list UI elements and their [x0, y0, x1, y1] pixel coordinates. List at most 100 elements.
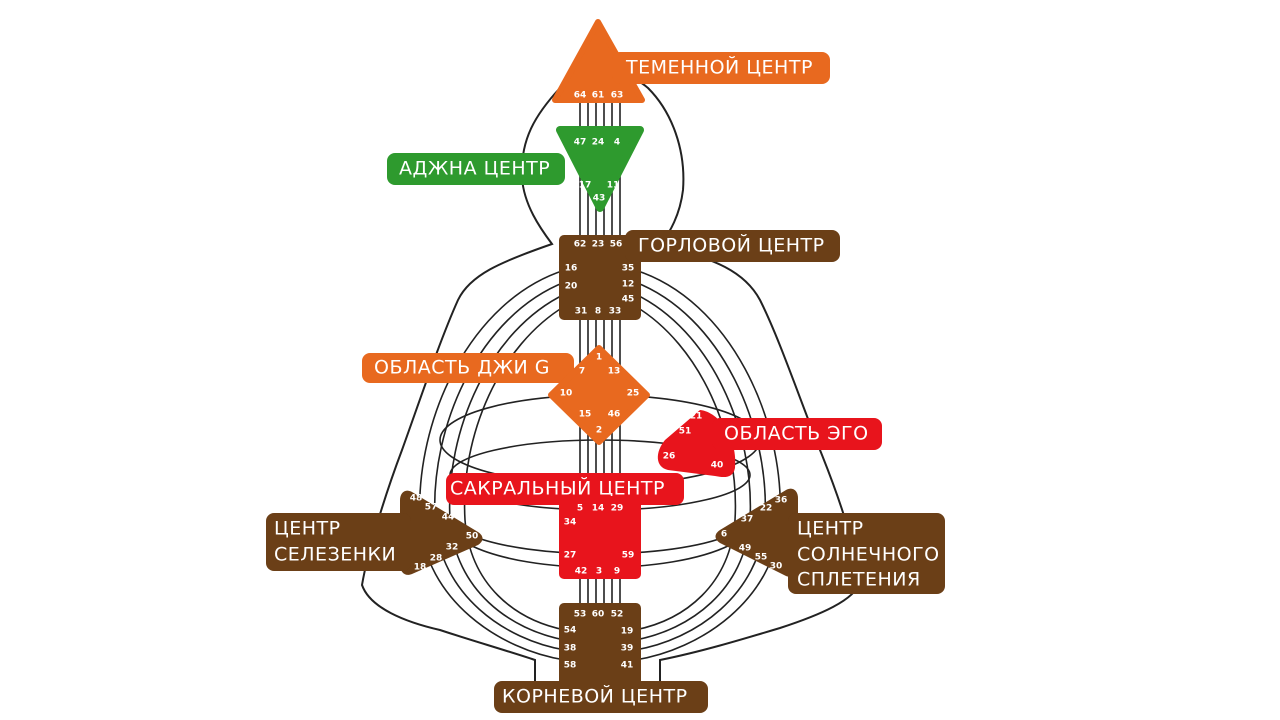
gate-21: 21: [690, 412, 703, 422]
gate-29: 29: [611, 504, 624, 514]
root-label-box: [494, 681, 708, 713]
gate-32: 32: [446, 543, 459, 553]
ego-center: ОБЛАСТЬ ЭГО 21 51 26 40: [657, 410, 882, 478]
gate-58: 58: [564, 661, 577, 671]
gate-4: 4: [614, 138, 620, 148]
gate-57: 57: [425, 503, 438, 513]
gate-28: 28: [430, 554, 443, 564]
gate-54: 54: [564, 626, 577, 636]
gate-46: 46: [608, 410, 621, 420]
solar-label-box: [788, 513, 945, 594]
gate-55: 55: [755, 553, 768, 563]
gate-31: 31: [575, 307, 588, 317]
gate-45: 45: [622, 295, 635, 305]
solar-shape: [715, 488, 798, 577]
gate-3: 3: [596, 567, 602, 577]
sacral-label: САКРАЛЬНЫЙ ЦЕНТР: [450, 477, 665, 500]
gate-40: 40: [711, 461, 724, 471]
solar-label-line-1: ЦЕНТР: [797, 518, 864, 540]
gate-49: 49: [739, 544, 752, 554]
gate-61: 61: [592, 91, 605, 101]
gate-23: 23: [592, 240, 605, 250]
gate-27: 27: [564, 551, 577, 561]
gate-13: 13: [608, 367, 621, 377]
gate-48: 48: [410, 494, 423, 504]
spleen-center: ЦЕНТР СЕЛЕЗЕНКИ 48 57 44 50 32 28 18: [266, 490, 483, 575]
gate-56: 56: [610, 240, 623, 250]
g-label: ОБЛАСТЬ ДЖИ G: [374, 357, 550, 379]
gate-7: 7: [579, 367, 585, 377]
throat-center: ГОРЛОВОЙ ЦЕНТР 62 23 56 16 35 20 12 45 3…: [559, 230, 840, 320]
gate-35: 35: [622, 264, 635, 274]
gate-39: 39: [621, 644, 634, 654]
sacral-shape: [559, 496, 641, 579]
solar-plexus-center: ЦЕНТР СОЛНЕЧНОГО СПЛЕТЕНИЯ 36 22 37 6 49…: [715, 488, 945, 594]
gate-37: 37: [741, 515, 754, 525]
throat-label: ГОРЛОВОЙ ЦЕНТР: [638, 234, 825, 257]
ego-label-box: [712, 418, 882, 450]
gate-10: 10: [560, 389, 573, 399]
gate-60: 60: [592, 610, 605, 620]
solar-label-line-2: СОЛНЕЧНОГО: [797, 544, 940, 566]
gate-47: 47: [574, 138, 587, 148]
throat-shape: [559, 235, 641, 320]
gate-50: 50: [466, 532, 479, 542]
solar-label-line-3: СПЛЕТЕНИЯ: [797, 569, 921, 591]
root-shape: [559, 603, 641, 688]
spleen-label-box: [266, 513, 411, 571]
gate-15: 15: [579, 410, 592, 420]
gate-1: 1: [596, 353, 602, 363]
sacral-center: САКРАЛЬНЫЙ ЦЕНТР 5 14 29 34 27 59 42 3 9: [446, 473, 684, 579]
spleen-label-line-2: СЕЛЕЗЕНКИ: [274, 544, 396, 566]
gate-59: 59: [622, 551, 635, 561]
gate-17: 17: [579, 181, 592, 191]
gate-16: 16: [565, 264, 578, 274]
spleen-label-line-1: ЦЕНТР: [274, 518, 341, 540]
gate-18: 18: [414, 563, 427, 573]
throat-label-box: [625, 230, 840, 262]
ajna-label: АДЖНА ЦЕНТР: [399, 158, 550, 180]
g-center: ОБЛАСТЬ ДЖИ G 1 7 13 10 25 15 46 2: [362, 345, 650, 445]
gate-63: 63: [611, 91, 624, 101]
root-center: КОРНЕВОЙ ЦЕНТР 53 60 52 54 19 38 39 58 4…: [494, 603, 708, 713]
gate-38: 38: [564, 644, 577, 654]
gate-24: 24: [592, 138, 605, 148]
ego-label: ОБЛАСТЬ ЭГО: [724, 423, 869, 445]
gate-25: 25: [627, 389, 640, 399]
root-label: КОРНЕВОЙ ЦЕНТР: [502, 685, 688, 708]
crown-label: ТЕМЕННОЙ ЦЕНТР: [625, 56, 813, 79]
gate-2: 2: [596, 426, 602, 436]
gate-14: 14: [592, 504, 605, 514]
left-channels: [418, 269, 566, 661]
ajna-label-box: [387, 153, 565, 185]
gate-26: 26: [663, 452, 676, 462]
gate-9: 9: [614, 567, 620, 577]
crown-label-box: [612, 52, 830, 84]
gate-22: 22: [760, 504, 773, 514]
gate-6: 6: [721, 530, 727, 540]
gate-36: 36: [775, 496, 788, 506]
gate-20: 20: [565, 282, 578, 292]
gate-62: 62: [574, 240, 587, 250]
gate-5: 5: [577, 504, 583, 514]
gate-33: 33: [609, 307, 622, 317]
gate-51: 51: [679, 427, 692, 437]
crown-center: ТЕМЕННОЙ ЦЕНТР 64 61 63: [552, 19, 830, 103]
gate-64: 64: [574, 91, 587, 101]
gate-52: 52: [611, 610, 624, 620]
ajna-center: АДЖНА ЦЕНТР 47 24 4 17 11 43: [387, 126, 644, 212]
gate-41: 41: [621, 661, 634, 671]
gate-12: 12: [622, 280, 635, 290]
g-shape: [548, 345, 650, 445]
gate-44: 44: [442, 513, 455, 523]
gate-11: 11: [607, 181, 620, 191]
gate-30: 30: [770, 562, 783, 572]
spleen-shape: [400, 490, 483, 575]
gate-8: 8: [595, 307, 601, 317]
ajna-shape: [556, 126, 644, 212]
gate-19: 19: [621, 627, 634, 637]
g-label-box: [362, 353, 574, 383]
gate-43: 43: [593, 194, 606, 204]
gate-34: 34: [564, 518, 577, 528]
